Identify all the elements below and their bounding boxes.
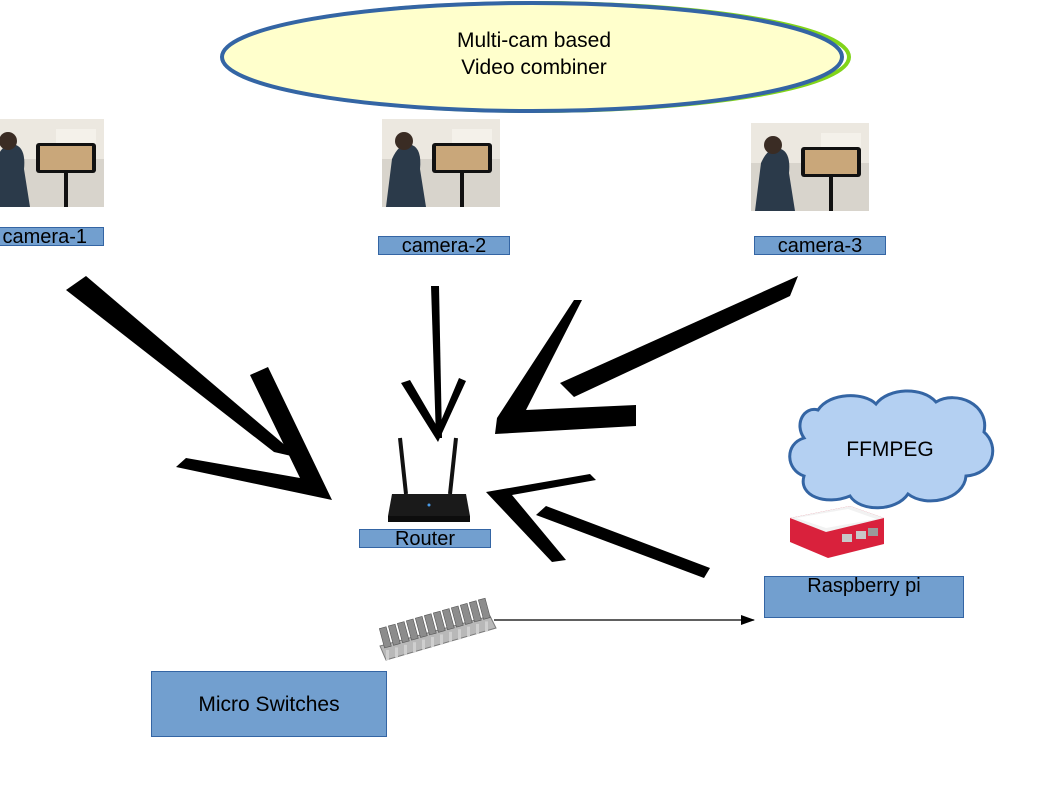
camera-1-label: camera-1 bbox=[0, 227, 104, 246]
micro-switches-label: Micro Switches bbox=[151, 671, 387, 737]
arrow-camera-1-to-router bbox=[66, 276, 332, 500]
camera-1-photo bbox=[0, 119, 104, 207]
arrow-camera-2-to-router bbox=[401, 286, 466, 442]
camera-3-label: camera-3 bbox=[754, 236, 886, 255]
camera-3-photo bbox=[751, 123, 869, 211]
title-line-1: Multi-cam based bbox=[456, 29, 612, 52]
camera-2-label: camera-2 bbox=[378, 236, 510, 255]
camera-2-photo bbox=[382, 119, 500, 207]
title-line-2: Video combiner bbox=[461, 56, 607, 79]
raspberry-pi-label: Raspberry pi bbox=[764, 576, 964, 618]
diagram-title: Multi-cam based Video combiner bbox=[300, 27, 768, 81]
raspberry-pi-icon bbox=[790, 506, 884, 558]
arrow-raspberry-pi-to-router bbox=[486, 474, 710, 578]
title-ellipse bbox=[220, 1, 851, 113]
arrow-camera-3-to-router bbox=[495, 276, 798, 434]
ffmpeg-label: FFMPEG bbox=[846, 438, 934, 461]
ffmpeg-cloud bbox=[788, 389, 995, 510]
micro-switches-icon bbox=[378, 597, 497, 661]
router-label: Router bbox=[359, 529, 491, 548]
router-icon bbox=[388, 437, 470, 522]
